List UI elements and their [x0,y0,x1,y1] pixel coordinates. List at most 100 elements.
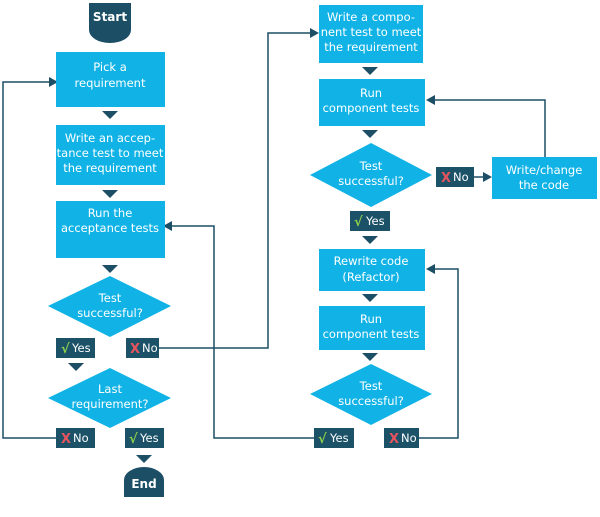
no-text: No [453,170,469,184]
yes-label: √ Yes [125,428,164,448]
decision-line: successful? [77,306,143,320]
check-icon: √ [129,432,138,447]
box-shape [56,125,165,185]
box-shape [56,52,165,107]
down-arrow-icon [362,130,378,138]
connector-no-to-write-component [159,32,311,349]
box-write-acceptance-test: Write an accep- tance test to meet the r… [56,125,165,185]
box-write-component-test: Write a compo- nent test to meet the req… [319,5,423,63]
yes-text: Yes [139,431,159,445]
connector-no-to-pick [2,81,56,439]
no-text: No [142,341,158,355]
label-bg [126,338,159,358]
yes-text: Yes [71,341,91,355]
check-icon: √ [61,342,70,357]
arrowhead [49,77,58,87]
yes-text: Yes [365,214,385,228]
decision-line: successful? [338,174,404,188]
box-line: the requirement [63,161,157,175]
end-shape [124,467,164,497]
box-line: component tests [323,327,420,341]
box-pick-requirement: Pick a requirement [56,52,165,107]
start-shape [89,3,131,43]
decision-test-successful-3: Test successful? [310,364,432,425]
decision-shape [310,143,432,207]
connector-no-to-rewrite [419,268,459,439]
yes-text: Yes [329,431,349,445]
box-shape [319,79,425,126]
no-label: X No [436,167,474,187]
box-write-change-code: Write/change the code [492,157,597,199]
box-shape [56,201,165,258]
cross-icon: X [61,432,71,447]
decision-shape [48,276,171,337]
arrowhead [163,221,172,231]
start-label: Start [93,10,127,24]
box-line: Pick a [93,60,127,74]
decision-test-successful-2: Test successful? [310,143,432,207]
box-line: nent test to meet [321,25,422,39]
box-line: Run the [88,206,133,220]
down-arrow-icon [362,294,378,302]
decision-line: Last [98,382,122,396]
box-line: (Refactor) [342,270,399,284]
box-shape [319,249,425,291]
no-text: No [73,431,89,445]
check-icon: √ [354,215,363,230]
decision-test-successful-1: Test successful? [48,276,171,337]
connectors [2,28,546,439]
box-line: component tests [323,101,420,115]
end-terminal: End [124,467,164,497]
box-line: the code [519,178,569,192]
yes-label: √ Yes [350,211,390,231]
label-bg [56,338,95,358]
start-terminal: Start [89,3,131,43]
down-arrow-icon [68,363,84,371]
label-bg [125,428,164,448]
arrowhead [426,95,435,105]
decision-line: Test [98,291,122,305]
down-arrow-icon [102,190,118,198]
label-bg [436,167,474,187]
box-shape [319,5,423,63]
down-arrow-icon [362,236,378,244]
box-line: Run [360,86,382,100]
connector-yes-to-run-acceptance [171,225,314,439]
box-line: tance test to meet [57,146,164,160]
arrowhead [310,28,319,38]
box-shape [492,157,597,199]
box-line: Write/change [506,163,583,177]
box-rewrite-code: Rewrite code (Refactor) [319,249,425,291]
flow-triangles [68,67,378,463]
no-label: X No [56,428,95,448]
decision-shape [48,368,171,428]
label-bg [314,428,354,448]
no-label: X No [384,428,419,448]
box-shape [319,306,425,350]
cross-icon: X [389,432,399,447]
box-line: the requirement [324,40,418,54]
decision-line: Test [359,379,383,393]
decision-line: Test [359,159,383,173]
box-line: Write a compo- [327,10,415,24]
box-line: requirement [75,76,146,90]
down-arrow-icon [136,455,152,463]
box-line: Run [360,312,382,326]
cross-icon: X [441,171,451,186]
check-icon: √ [318,432,327,447]
box-line: Rewrite code [334,254,409,268]
box-run-component-tests-2: Run component tests [319,306,425,350]
cross-icon: X [130,342,140,357]
yes-label: √ Yes [314,428,354,448]
down-arrow-icon [362,353,378,361]
down-arrow-icon [102,265,118,273]
decision-shape [310,364,432,425]
connector-write-change-to-run-component [434,99,546,157]
end-label: End [131,477,156,491]
box-run-acceptance-tests: Run the acceptance tests [56,201,165,258]
decision-line: successful? [338,394,404,408]
arrowhead [483,172,492,182]
label-bg [384,428,419,448]
